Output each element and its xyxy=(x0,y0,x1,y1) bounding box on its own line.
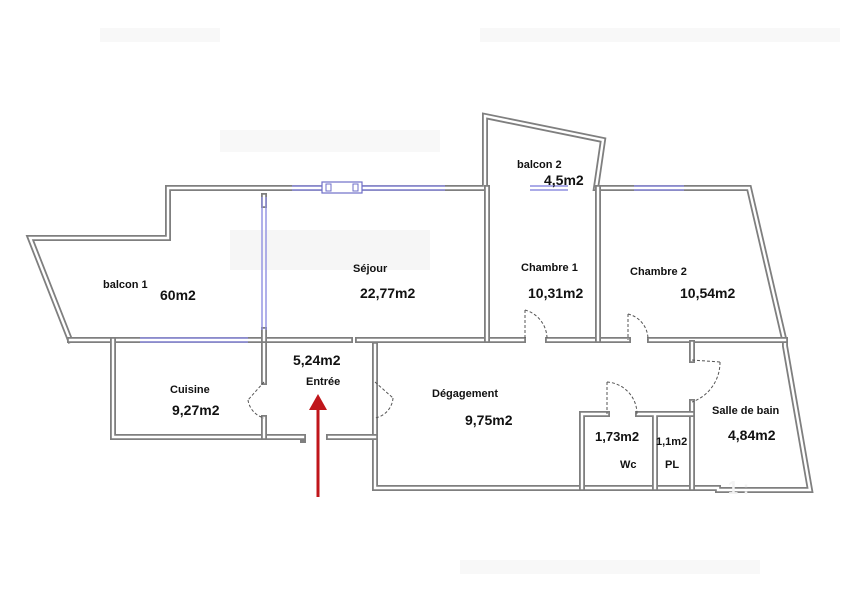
room-name-salle-de-bain: Salle de bain xyxy=(712,405,780,417)
background-watermark xyxy=(100,28,840,574)
door-sdb xyxy=(691,359,721,403)
door-chambre1 xyxy=(524,309,548,341)
door-chambre2 xyxy=(627,313,649,341)
room-area-sejour: 22,77m2 xyxy=(360,285,415,301)
window-frame xyxy=(321,181,363,194)
windows xyxy=(140,181,684,343)
watermark-mark: 1 : xyxy=(728,478,749,498)
door-wc xyxy=(606,381,638,415)
room-area-chambre1: 10,31m2 xyxy=(528,285,583,301)
room-name-degagement: Dégagement xyxy=(432,388,498,400)
room-name-balcon1: balcon 1 xyxy=(103,279,148,291)
door-entree xyxy=(374,381,394,419)
room-name-cuisine: Cuisine xyxy=(170,384,210,396)
room-area-chambre2: 10,54m2 xyxy=(680,285,735,301)
room-labels: balcon 2 4,5m2 balcon 1 60m2 Séjour 22,7… xyxy=(103,159,780,471)
room-area-degagement: 9,75m2 xyxy=(465,412,513,428)
room-name-pl: PL xyxy=(665,459,679,471)
room-name-entree: Entrée xyxy=(306,376,340,388)
walls xyxy=(25,112,814,493)
room-area-entree: 5,24m2 xyxy=(293,352,341,368)
svg-text:1 :: 1 : xyxy=(728,478,749,498)
room-area-balcon1: 60m2 xyxy=(160,287,196,303)
room-area-salle-de-bain: 4,84m2 xyxy=(728,427,776,443)
door-cuisine xyxy=(247,381,265,419)
room-name-sejour: Séjour xyxy=(353,263,388,275)
wc-wall xyxy=(579,411,695,491)
entry-arrow xyxy=(309,394,327,497)
room-name-chambre1: Chambre 1 xyxy=(521,262,578,274)
room-area-wc: 1,73m2 xyxy=(595,429,639,444)
room-name-balcon2: balcon 2 xyxy=(517,159,562,171)
room-area-cuisine: 9,27m2 xyxy=(172,402,220,418)
room-area-pl: 1,1m2 xyxy=(656,436,687,448)
room-name-chambre2: Chambre 2 xyxy=(630,266,687,278)
room-name-wc: Wc xyxy=(620,459,637,471)
room-area-balcon2: 4,5m2 xyxy=(544,172,584,188)
door-swings xyxy=(247,309,721,419)
